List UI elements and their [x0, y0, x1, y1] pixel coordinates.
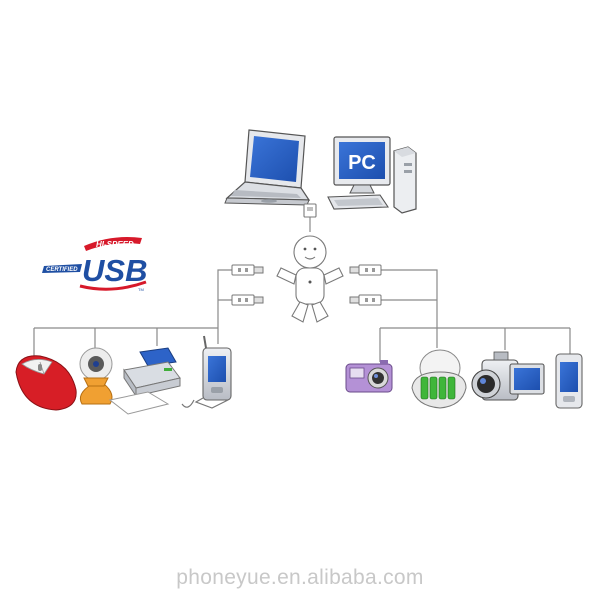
line-right-drops [379, 328, 571, 362]
usb-hub-robot-icon [276, 203, 344, 323]
logo-hi-speed-text: HI-SPEED [96, 240, 134, 249]
logo-certified-text: CERTIFIED [46, 267, 78, 273]
usb-plug-left-bottom [231, 294, 264, 306]
watermark-text: phoneyue.en.alibaba.com [176, 566, 424, 589]
digital-camera-icon [345, 360, 393, 393]
video-camera-icon [471, 351, 545, 401]
usb-plug-right-bottom [349, 294, 382, 306]
connection-lines [33, 215, 571, 362]
laptop-icon [224, 129, 311, 206]
line-left-bus [34, 269, 232, 329]
line-left-drops [33, 328, 219, 358]
line-right-bus [380, 269, 570, 329]
webcam-icon [79, 347, 113, 405]
usb-plug-connectors [231, 264, 382, 306]
logo-usb-text: USB [82, 253, 147, 288]
logo-tm-text: TM [138, 287, 144, 292]
mouse-icon [15, 355, 77, 411]
pda-phone-icon [181, 335, 232, 409]
hi-speed-usb-logo: HI-SPEED CERTIFIED USB TM [42, 237, 147, 292]
mobile-phone-icon [555, 353, 583, 409]
desktop-pc-icon: PC [327, 136, 417, 214]
printer-icon [108, 347, 181, 415]
usb-plug-right-top [349, 264, 382, 276]
battery-charger-icon [411, 349, 467, 409]
pc-label: PC [348, 152, 376, 174]
usb-plug-left-top [231, 264, 264, 276]
